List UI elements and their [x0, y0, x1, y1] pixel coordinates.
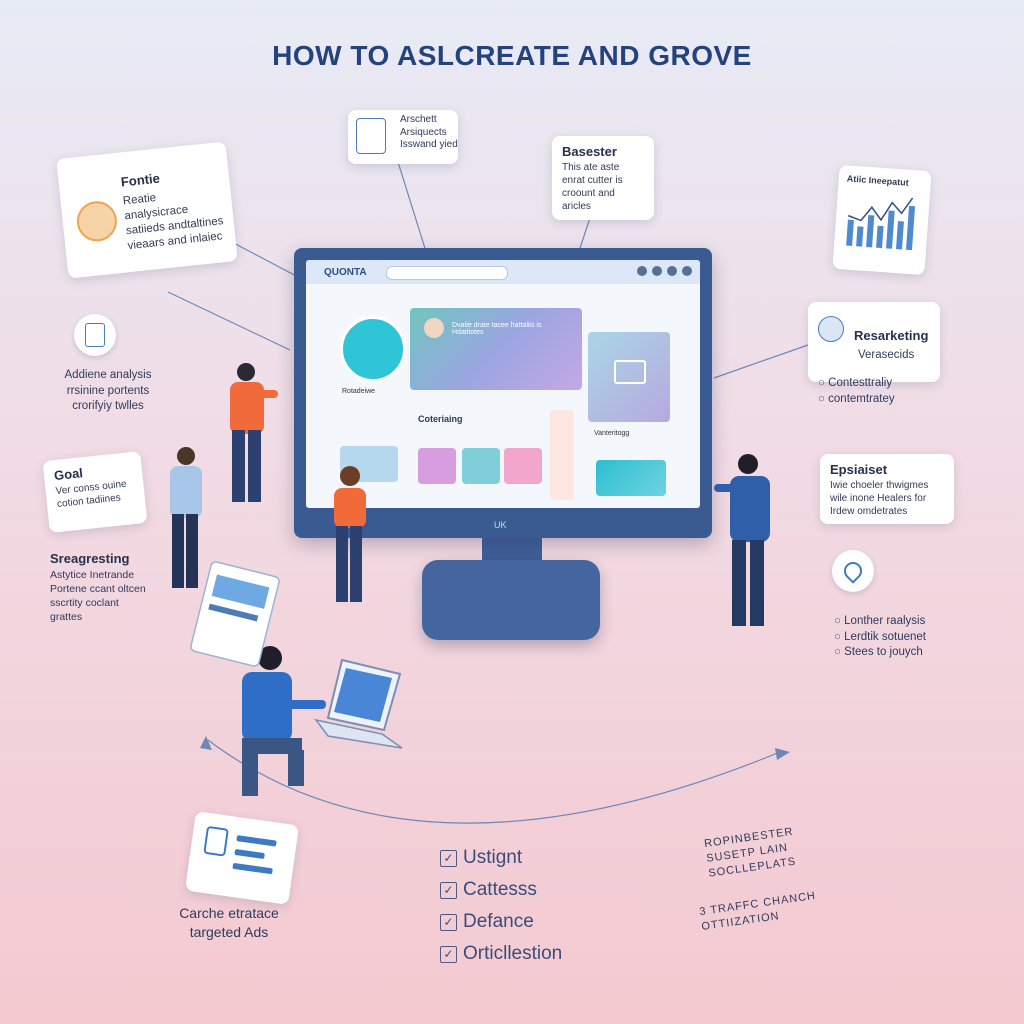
- basester-text: This ate aste enrat cutter is croount an…: [562, 161, 623, 212]
- content-item-2: contemtratey: [818, 392, 894, 408]
- screen-navbar: QUONTA: [306, 260, 700, 284]
- arschett-card: Arschett Arsiquects Isswand yied: [348, 110, 458, 164]
- checklist-item-1[interactable]: ✓ Ustignt: [440, 842, 562, 874]
- lead-item-2: Lerdtik sotuenet: [834, 630, 926, 646]
- tv-icon: [614, 360, 646, 384]
- screen-promo-card[interactable]: [596, 460, 666, 496]
- checklist-item-3[interactable]: ✓ Defance: [440, 906, 562, 938]
- resarketing-card: Resarketing Verasecids: [808, 302, 940, 382]
- profile-label: Rotadeiwe: [342, 388, 376, 395]
- screen-section-title: Coteriaing: [418, 414, 463, 424]
- check-icon: ✓: [440, 945, 457, 963]
- check-icon: ✓: [440, 913, 457, 931]
- epsiaiset-title: Epsiaiset: [830, 462, 888, 477]
- content-strategy-list: Contesttraliy contemtratey: [818, 376, 895, 408]
- location-pin-icon: [832, 550, 874, 592]
- targeted-ads-label: Carche etratace targeted Ads: [179, 905, 279, 940]
- resarketing-text: Verasecids: [858, 349, 915, 361]
- document-icon: [190, 561, 280, 667]
- ads-card: [184, 811, 300, 905]
- bar-chart-icon: [846, 197, 916, 250]
- person-standing-4: [714, 454, 770, 626]
- check-icon: ✓: [440, 881, 457, 899]
- checklist-item-4[interactable]: ✓ Orticllestion: [440, 938, 562, 970]
- person-standing-2: [170, 447, 202, 588]
- basester-card: Basester This ate aste enrat cutter is c…: [552, 136, 654, 220]
- person-with-laptop: [242, 646, 403, 796]
- fontie-text: Reatie analysicrace satiieds andtaltines…: [122, 192, 225, 252]
- page-title: HOW TO ASLCREATE AND GROVE: [272, 40, 752, 71]
- banner-text: Dvatie drate tacee hattaliis is Hdatitot…: [452, 322, 542, 336]
- chart-card-title: Atiic Ineepatut: [846, 173, 910, 188]
- screen-video-card[interactable]: [588, 332, 670, 422]
- screen-side-list: [550, 410, 574, 500]
- person-icon: [356, 118, 386, 154]
- arschett-body: Arsiquects Isswand yied: [400, 126, 458, 151]
- epsiaiset-card: Epsiaiset Iwie choeler thwigmes wile ino…: [820, 454, 954, 524]
- monitor-stand-base: [422, 560, 600, 640]
- checklist-label-4: Orticllestion: [463, 943, 563, 964]
- lead-item-3: Stees to jouych: [834, 645, 926, 661]
- strategy-text: Astytice Inetrande Portene ccant oltcen …: [50, 568, 146, 624]
- screen-search-input[interactable]: [386, 266, 508, 280]
- checklist-label-3: Defance: [463, 911, 534, 932]
- basester-title: Basester: [562, 144, 617, 159]
- screen-nav-icons: [637, 266, 692, 276]
- fontie-card: Fontie Reatie analysicrace satiieds andt…: [56, 141, 238, 279]
- lead-analysis-list: Lonther raalysis Lerdtik sotuenet Stees …: [834, 614, 926, 661]
- screen-banner: Dvatie drate tacee hattaliis is Hdatitot…: [410, 308, 582, 390]
- screen-tile-2[interactable]: [418, 448, 456, 484]
- goal-card: Goal Ver conss ouine cotion tadiines: [42, 451, 148, 533]
- person-icon: [818, 316, 844, 342]
- check-icon: ✓: [440, 849, 457, 867]
- person-standing-1: [230, 363, 278, 502]
- nav-icon-1[interactable]: [637, 266, 647, 276]
- epsiaiset-text: Iwie choeler thwigmes wile inone Healers…: [830, 479, 929, 517]
- screen-side-label: Vanteritogg: [594, 430, 630, 437]
- lead-item-1: Lonther raalysis: [834, 614, 926, 630]
- user-circle-icon: [74, 314, 116, 356]
- strategy-block: Sreagresting Astytice Inetrande Portene …: [50, 550, 150, 624]
- screen-tile-3[interactable]: [462, 448, 500, 484]
- resarketing-title: Resarketing: [854, 328, 929, 343]
- monitor-screen: QUONTA Rotadeiwe Dvatie drate tacee hatt…: [306, 260, 700, 508]
- fontie-title: Fontie: [120, 170, 161, 190]
- arschett-text: Arschett Arsiquects Isswand yied: [400, 114, 460, 152]
- ads-icon: [203, 826, 277, 875]
- nav-icon-2[interactable]: [652, 266, 662, 276]
- audience-analysis-label: Addiene analysis rrsinine portents crori…: [64, 369, 152, 413]
- checklist-label-1: Ustignt: [463, 847, 523, 868]
- banner-avatar: [424, 318, 444, 338]
- screen-brand: QUONTA: [324, 266, 367, 278]
- monitor-logo: UK: [494, 520, 507, 530]
- nav-icon-3[interactable]: [667, 266, 677, 276]
- checklist-item-2[interactable]: ✓ Cattesss: [440, 874, 562, 906]
- profile-avatar: [340, 316, 406, 382]
- checklist-label-2: Cattesss: [463, 879, 537, 900]
- chart-card: Atiic Ineepatut: [832, 164, 932, 276]
- arschett-title: Arschett: [400, 114, 437, 125]
- checklist: ✓ Ustignt ✓ Cattesss ✓ Defance ✓ Orticllesti…: [440, 842, 562, 970]
- content-item-1: Contesttraliy: [818, 376, 895, 392]
- screen-tile-4[interactable]: [504, 448, 542, 484]
- avatar: [74, 199, 119, 244]
- person-standing-3: [334, 466, 366, 602]
- monitor: QUONTA Rotadeiwe Dvatie drate tacee hatt…: [294, 248, 712, 538]
- nav-icon-4[interactable]: [682, 266, 692, 276]
- strategy-title: Sreagresting: [50, 551, 130, 566]
